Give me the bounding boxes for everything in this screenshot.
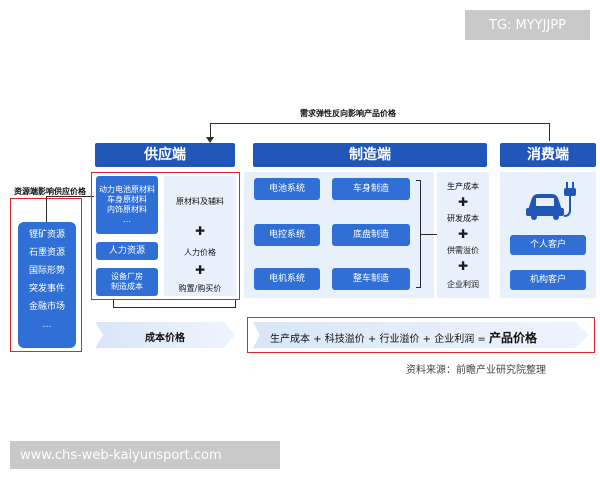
watermark-top: TG: MYYJJPP bbox=[465, 10, 590, 40]
mfg-body: 车身制造 bbox=[332, 178, 410, 200]
formula-text: 生产成本 + 科技溢价 + 行业溢价 + 企业利润 = 产品价格 bbox=[270, 329, 537, 346]
car-icon bbox=[526, 194, 564, 220]
mfg-brace-top bbox=[416, 180, 421, 181]
mfg-motor: 电机系统 bbox=[254, 268, 320, 290]
header-supply: 供应端 bbox=[95, 143, 235, 167]
cost-labor: 人力价格 bbox=[184, 248, 216, 257]
resource-item: 金融市场 bbox=[28, 302, 65, 312]
consumer-individual: 个人客户 bbox=[510, 235, 586, 255]
formula-band bbox=[253, 322, 589, 348]
feedback-arrow-icon bbox=[206, 137, 214, 143]
resource-item: 突发事件 bbox=[28, 284, 65, 294]
source-note: 资料来源：前瞻产业研究院整理 bbox=[406, 365, 546, 376]
plus-icon: ✚ bbox=[457, 227, 469, 241]
mfg-vehicle: 整车制造 bbox=[332, 268, 410, 290]
resource-item: 锂矿资源 bbox=[28, 230, 65, 240]
plus-icon: ✚ bbox=[457, 259, 469, 273]
supply-equipment: 设备厂房 制造成本 bbox=[96, 268, 158, 296]
bottom-connector-left bbox=[113, 300, 114, 308]
feedback-line-left bbox=[210, 123, 211, 141]
formula-terms: 生产成本 + 科技溢价 + 行业溢价 + 企业利润 = bbox=[270, 334, 489, 345]
plug-icon bbox=[563, 182, 576, 217]
resource-list: 锂矿资源 石墨资源 国际形势 突发事件 金融市场 … bbox=[18, 226, 76, 334]
factor-premium: 供需溢价 bbox=[447, 246, 479, 255]
cost-equipment: 购置/购买价 bbox=[178, 284, 222, 293]
resource-label: 资源端影响供应价格 bbox=[14, 187, 86, 196]
bottom-connector-right bbox=[235, 300, 236, 308]
mfg-factor-panel bbox=[437, 172, 489, 298]
cost-price-label: 成本价格 bbox=[145, 333, 185, 344]
mfg-chassis: 底盘制造 bbox=[332, 224, 410, 246]
resource-connector bbox=[46, 196, 47, 222]
mfg-battery: 电池系统 bbox=[254, 178, 320, 200]
watermark-bottom: www.chs-web-kaiyunsport.com bbox=[10, 441, 280, 469]
mfg-brace-mid bbox=[421, 234, 437, 235]
header-consumer: 消费端 bbox=[500, 143, 596, 167]
supply-labor: 人力资源 bbox=[96, 242, 158, 260]
cost-materials: 原材料及辅料 bbox=[176, 197, 224, 206]
cost-price-band bbox=[95, 322, 235, 348]
factor-production: 生产成本 bbox=[447, 182, 479, 191]
header-manufacturing: 制造端 bbox=[253, 143, 487, 167]
consumer-institution: 机构客户 bbox=[510, 270, 586, 290]
supply-cost-panel bbox=[164, 176, 236, 296]
plus-icon: ✚ bbox=[194, 263, 206, 277]
resource-item: … bbox=[42, 320, 52, 330]
factor-profit: 企业利润 bbox=[447, 280, 479, 289]
mfg-brace bbox=[420, 180, 421, 288]
feedback-label: 需求弹性反向影响产品价格 bbox=[300, 109, 396, 118]
resource-connector-h bbox=[46, 196, 94, 197]
plus-icon: ✚ bbox=[194, 224, 206, 238]
mfg-control: 电控系统 bbox=[254, 224, 320, 246]
resource-item: 国际形势 bbox=[28, 266, 65, 276]
resource-panel bbox=[18, 222, 76, 348]
bottom-connector-h bbox=[113, 307, 236, 308]
feedback-line bbox=[210, 123, 550, 124]
plus-icon: ✚ bbox=[457, 195, 469, 209]
feedback-line-right bbox=[549, 123, 550, 141]
supply-highlight-frame bbox=[91, 172, 240, 300]
factor-rnd: 研发成本 bbox=[447, 214, 479, 223]
supply-materials: 动力电池原材料 车身原材料 内饰原材料 … bbox=[96, 176, 158, 234]
resource-item: 石墨资源 bbox=[28, 248, 65, 258]
formula-highlight-frame bbox=[247, 317, 595, 353]
formula-result: 产品价格 bbox=[488, 331, 537, 345]
mfg-brace-bottom bbox=[416, 287, 421, 288]
